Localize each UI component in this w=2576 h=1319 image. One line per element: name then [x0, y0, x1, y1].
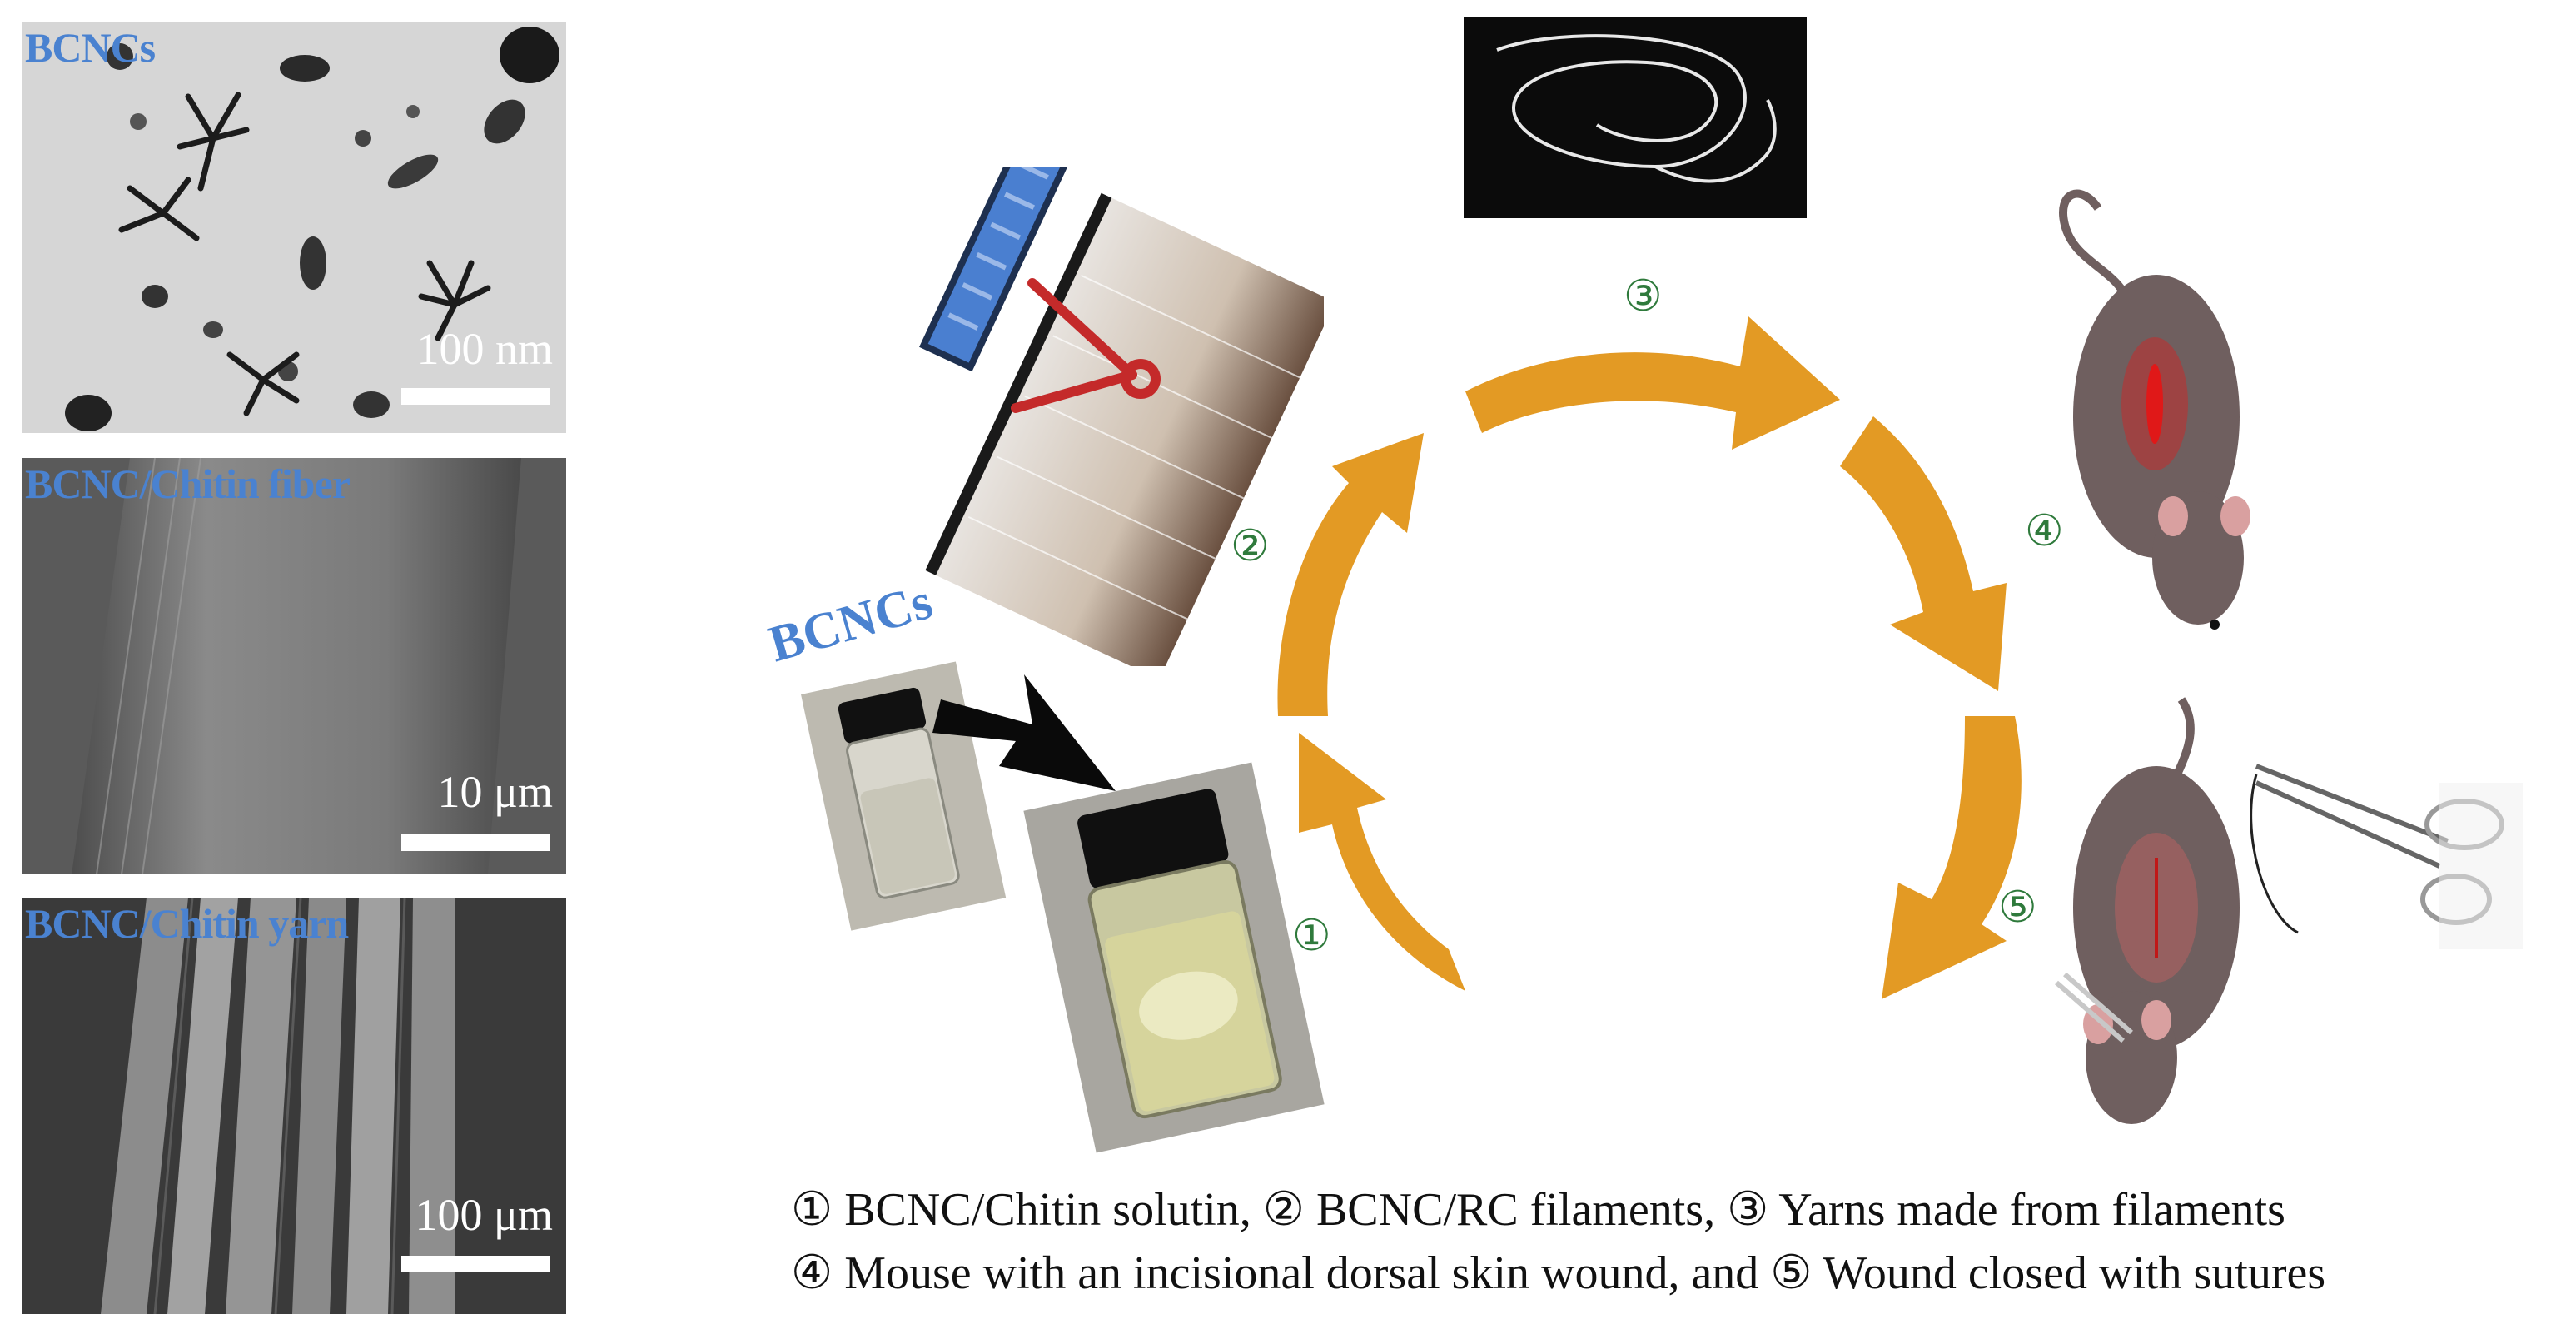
arrow-step-3: [1465, 316, 1840, 450]
step-label-3: ③: [1624, 271, 1663, 321]
caption-line-2: ④ Mouse with an incisional dorsal skin w…: [791, 1247, 2326, 1299]
scale-bar: [401, 388, 550, 405]
mouse-with-sutures: [2055, 697, 2240, 1124]
mouse-with-wound: [2059, 189, 2250, 630]
scale-bar: [401, 1256, 550, 1272]
panel-title: BCNC/Chitin yarn: [25, 900, 349, 947]
arrow-step-4: [1840, 416, 2007, 691]
tem-image: [22, 22, 566, 433]
scale-label: 100 nm: [416, 324, 553, 374]
yarn-photo: [1464, 17, 1807, 218]
step-label-4: ④: [2025, 506, 2064, 556]
caption-line-1: ① BCNC/Chitin solutin, ② BCNC/RC filamen…: [791, 1184, 2285, 1236]
panel-title: BCNC/Chitin fiber: [25, 460, 351, 507]
scale-bar: [401, 834, 550, 851]
sem-yarn-image: [22, 898, 566, 1314]
scale-label: 10 μm: [437, 767, 553, 817]
arrow-step-5: [1882, 716, 2022, 999]
sem-fiber-image: [22, 458, 566, 874]
needle-holder-suture: [2250, 764, 2523, 949]
filament-spinning-illustration: [919, 167, 1324, 666]
yarn-coil-image: [1496, 34, 1777, 183]
sem-panel-fiber: BCNC/Chitin fiber 10 μm: [22, 458, 566, 874]
scale-label: 100 μm: [415, 1190, 553, 1240]
bcnc-chitin-vial: [1023, 762, 1325, 1153]
panel-title: BCNCs: [25, 24, 156, 71]
step-label-5: ⑤: [1998, 883, 2037, 933]
black-arrow-icon: [932, 674, 1116, 791]
sem-panel-yarn: BCNC/Chitin yarn 100 μm: [22, 898, 566, 1314]
step-label-2: ②: [1231, 521, 1270, 571]
tem-panel-bcncs: BCNCs 100 nm: [22, 22, 566, 433]
step-label-1: ①: [1292, 911, 1331, 961]
arrow-step-1: [1299, 733, 1465, 991]
arrow-step-2: [1277, 433, 1424, 716]
